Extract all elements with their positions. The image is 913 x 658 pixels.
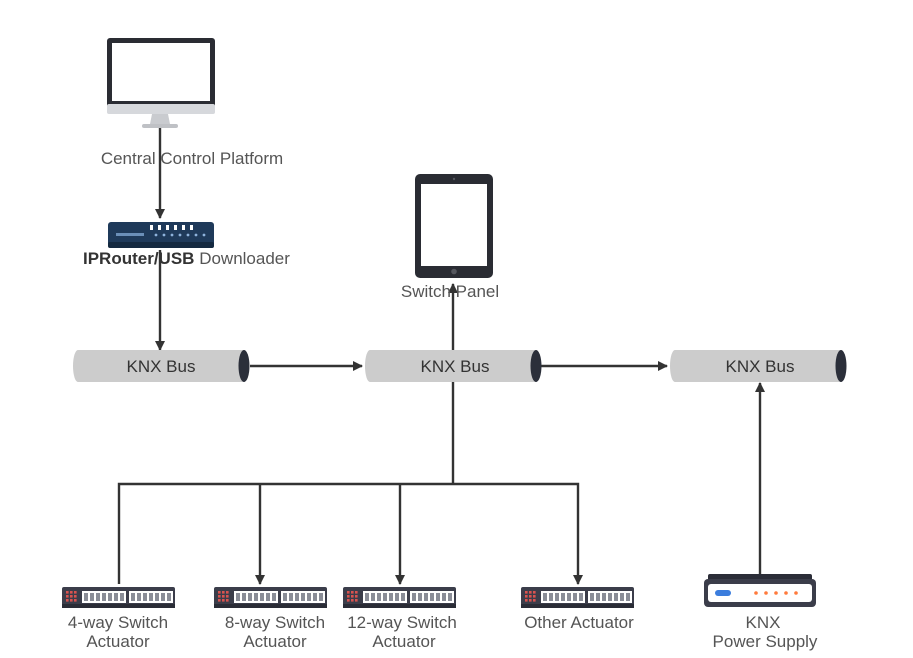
- power-supply-label-2: Power Supply: [713, 632, 818, 651]
- connectors: [117, 128, 765, 585]
- desktop-monitor-icon: [107, 38, 215, 128]
- power-supply-label-1: KNX: [746, 613, 781, 632]
- actuator-other-label: Other Actuator: [524, 613, 634, 632]
- power-supply-icon: [704, 574, 816, 607]
- knx-bus-2: KNX Bus: [365, 350, 542, 382]
- router-label-name: IPRouter/USB: [83, 249, 194, 268]
- router-label: IPRouter/USB Downloader: [83, 249, 290, 268]
- router-label-suffix: Downloader: [194, 249, 290, 268]
- actuator-4-way-label-2: Actuator: [86, 632, 150, 651]
- connector-actuator-branch: [117, 482, 583, 585]
- actuator-12-way-label-2: Actuator: [372, 632, 436, 651]
- actuator-other-icon: [521, 587, 634, 608]
- knx-bus-2-label: KNX Bus: [421, 357, 490, 376]
- actuator-4-way-label-1: 4-way Switch: [68, 613, 168, 632]
- knx-bus-3: KNX Bus: [670, 350, 847, 382]
- actuator-12-way-label-1: 12-way Switch: [347, 613, 457, 632]
- actuator-4-way-icon: [62, 587, 175, 608]
- knx-bus-1: KNX Bus: [73, 350, 250, 382]
- knx-bus-3-label: KNX Bus: [726, 357, 795, 376]
- actuator-8-way-icon: [214, 587, 327, 608]
- central-control-label: Central Control Platform: [101, 149, 283, 168]
- actuator-8-way-label-2: Actuator: [243, 632, 307, 651]
- actuator-12-way-icon: [343, 587, 456, 608]
- knx-bus-1-label: KNX Bus: [127, 357, 196, 376]
- switch-panel-label: Switch Panel: [401, 282, 499, 301]
- actuator-8-way-label-1: 8-way Switch: [225, 613, 325, 632]
- ip-router-icon: [108, 222, 214, 248]
- tablet-icon: [415, 174, 493, 278]
- actuator-devices: [62, 587, 634, 608]
